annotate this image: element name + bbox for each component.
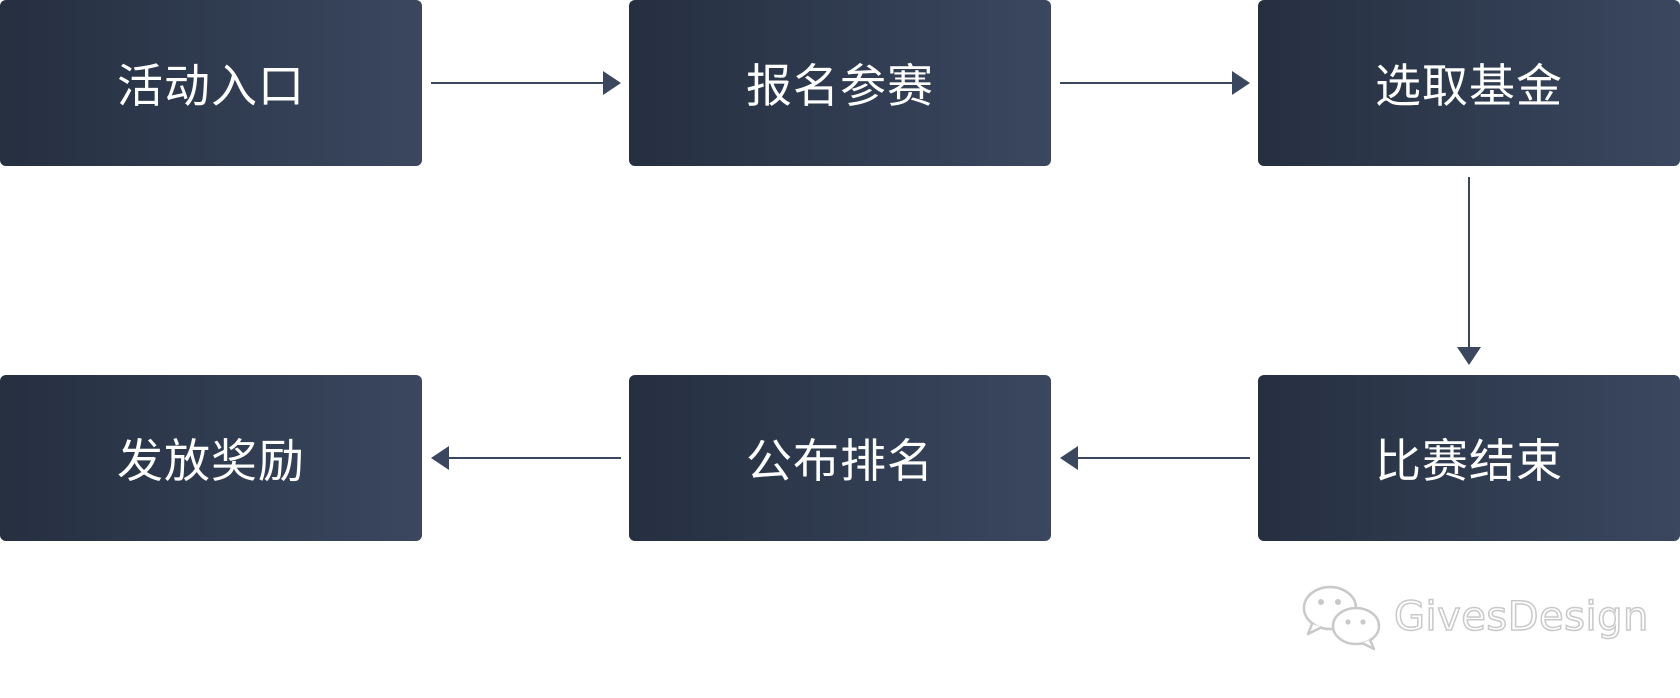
step-label: 公布排名 [746, 434, 934, 488]
arrow-left [431, 446, 621, 470]
step-label: 报名参赛 [746, 59, 934, 113]
watermark: GivesDesign [1300, 582, 1649, 652]
arrow-left [1060, 446, 1250, 470]
step-label: 活动入口 [117, 59, 305, 113]
step-select-fund: 选取基金 [1258, 0, 1680, 166]
step-label: 发放奖励 [117, 434, 305, 488]
step-register: 报名参赛 [629, 0, 1051, 166]
step-label: 比赛结束 [1375, 434, 1563, 488]
step-label: 选取基金 [1375, 59, 1563, 113]
step-issue-reward: 发放奖励 [0, 375, 422, 541]
arrow-down [1457, 177, 1481, 365]
watermark-text: GivesDesign [1393, 593, 1649, 641]
wechat-icon [1302, 585, 1381, 651]
step-activity-entry: 活动入口 [0, 0, 422, 166]
step-publish-ranking: 公布排名 [629, 375, 1051, 541]
arrow-right [1060, 71, 1250, 95]
arrow-right [431, 71, 621, 95]
step-contest-end: 比赛结束 [1258, 375, 1680, 541]
